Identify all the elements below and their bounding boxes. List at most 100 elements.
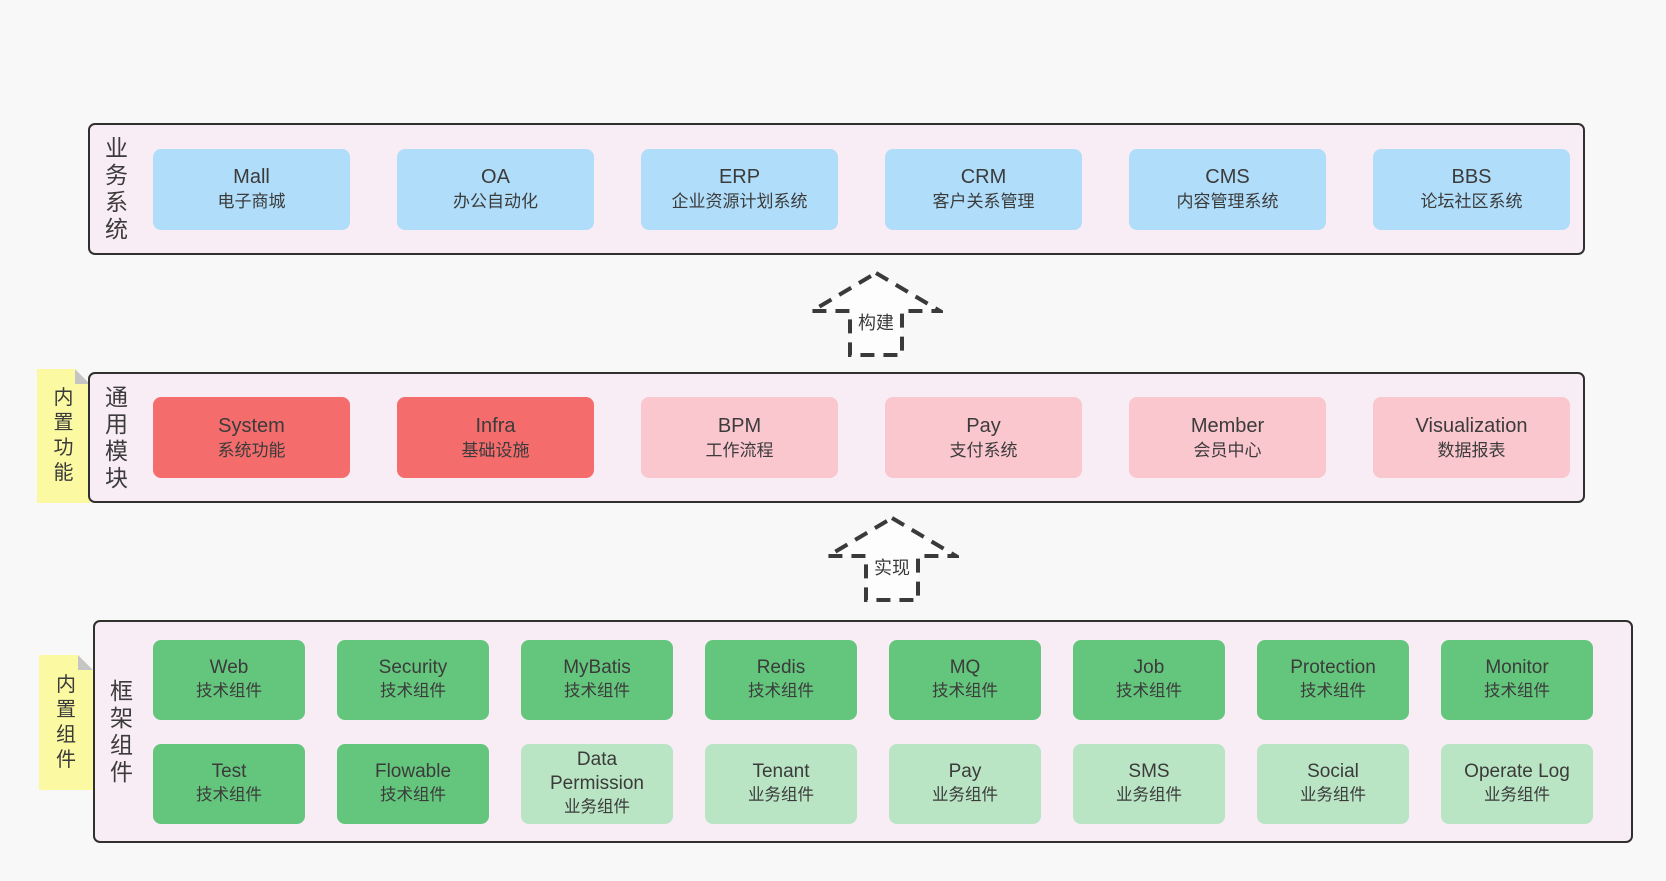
box-pay-biz: Pay 业务组件 xyxy=(889,743,1041,824)
box-subtitle: 企业资源计划系统 xyxy=(671,192,808,211)
component-row-1: Web 技术组件 Security 技术组件 MyBatis 技术组件 Redi… xyxy=(153,639,1593,720)
box-title: Visualization xyxy=(1415,414,1528,437)
box-crm: CRM 客户关系管理 xyxy=(885,148,1082,230)
box-data-permission: Data Permission 业务组件 xyxy=(521,743,673,824)
sticky-note-text: 内置功能 xyxy=(53,387,74,484)
box-subtitle: 支付系统 xyxy=(949,440,1018,460)
box-subtitle: 技术组件 xyxy=(1484,682,1550,700)
box-cms: CMS 内容管理系统 xyxy=(1129,148,1326,230)
box-subtitle: 业务组件 xyxy=(1116,786,1182,804)
box-bpm: BPM 工作流程 xyxy=(641,397,838,478)
box-subtitle: 业务组件 xyxy=(564,798,630,816)
box-web: Web 技术组件 xyxy=(153,639,305,720)
box-title: Test xyxy=(211,761,247,782)
box-social: Social 业务组件 xyxy=(1257,743,1409,824)
box-subtitle: 系统功能 xyxy=(217,440,286,460)
box-title: SMS xyxy=(1128,761,1170,782)
box-subtitle: 数据报表 xyxy=(1437,440,1506,460)
box-title: Monitor xyxy=(1485,657,1549,678)
box-tenant: Tenant 业务组件 xyxy=(705,743,857,824)
box-protection: Protection 技术组件 xyxy=(1257,639,1409,720)
box-pay: Pay 支付系统 xyxy=(885,397,1082,478)
box-erp: ERP 企业资源计划系统 xyxy=(641,148,838,230)
box-subtitle: 会员中心 xyxy=(1193,440,1262,460)
box-subtitle: 论坛社区系统 xyxy=(1420,192,1523,211)
box-subtitle: 技术组件 xyxy=(932,682,998,700)
box-title: Pay xyxy=(966,414,1001,437)
box-security: Security 技术组件 xyxy=(337,639,489,720)
box-subtitle: 技术组件 xyxy=(564,682,630,700)
layer-label-modules: 通用模块 xyxy=(105,383,128,491)
layer-label-components: 框架组件 xyxy=(110,677,133,785)
build-arrow-label: 构建 xyxy=(855,312,897,334)
box-subtitle: 内容管理系统 xyxy=(1176,192,1279,211)
box-test: Test 技术组件 xyxy=(153,743,305,824)
box-title: System xyxy=(218,414,285,437)
component-rows: Web 技术组件 Security 技术组件 MyBatis 技术组件 Redi… xyxy=(153,639,1593,824)
component-row-2: Test 技术组件 Flowable 技术组件 Data Permission … xyxy=(153,743,1593,824)
box-title: CMS xyxy=(1205,166,1250,188)
box-member: Member 会员中心 xyxy=(1129,397,1326,478)
box-subtitle: 技术组件 xyxy=(380,786,446,804)
box-subtitle: 业务组件 xyxy=(1484,786,1550,804)
box-subtitle: 技术组件 xyxy=(1116,682,1182,700)
box-redis: Redis 技术组件 xyxy=(705,639,857,720)
box-mybatis: MyBatis 技术组件 xyxy=(521,639,673,720)
box-title: Tenant xyxy=(752,761,810,782)
framework-components-layer: 框架组件 Web 技术组件 Security 技术组件 MyBatis 技术组件… xyxy=(93,620,1633,843)
box-mq: MQ 技术组件 xyxy=(889,639,1041,720)
box-title: Web xyxy=(209,657,249,678)
box-subtitle: 技术组件 xyxy=(196,682,262,700)
box-title: Operate Log xyxy=(1464,761,1570,782)
layer-label-business: 业务系统 xyxy=(105,135,128,242)
box-title: Flowable xyxy=(374,761,452,782)
box-title: Job xyxy=(1133,657,1165,678)
box-subtitle: 技术组件 xyxy=(748,682,814,700)
box-infra: Infra 基础设施 xyxy=(397,397,594,478)
box-oa: OA 办公自动化 xyxy=(397,148,594,230)
box-title: Mall xyxy=(233,166,270,188)
build-arrow: 构建 xyxy=(809,270,943,358)
box-title: Social xyxy=(1307,761,1359,782)
business-systems-layer: 业务系统 Mall 电子商城 OA 办公自动化 ERP 企业资源计划系统 CRM… xyxy=(88,123,1585,255)
box-subtitle: 业务组件 xyxy=(748,786,814,804)
box-system: System 系统功能 xyxy=(153,397,350,478)
implement-arrow: 实现 xyxy=(825,515,959,603)
box-title: Infra xyxy=(475,414,516,437)
box-title: Pay xyxy=(948,761,982,782)
sticky-note-text: 内置组件 xyxy=(56,673,76,771)
box-monitor: Monitor 技术组件 xyxy=(1441,639,1593,720)
box-subtitle: 基础设施 xyxy=(461,440,530,460)
box-title: Security xyxy=(378,657,448,678)
box-title: MyBatis xyxy=(563,657,631,678)
box-subtitle: 业务组件 xyxy=(1300,786,1366,804)
box-title: Protection xyxy=(1290,657,1376,678)
box-job: Job 技术组件 xyxy=(1073,639,1225,720)
box-subtitle: 技术组件 xyxy=(196,786,262,804)
box-flowable: Flowable 技术组件 xyxy=(337,743,489,824)
box-title: MQ xyxy=(949,657,981,678)
box-title: BPM xyxy=(717,414,762,437)
box-mall: Mall 电子商城 xyxy=(153,148,350,230)
box-sms: SMS 业务组件 xyxy=(1073,743,1225,824)
box-bbs: BBS 论坛社区系统 xyxy=(1373,148,1570,230)
box-title: Redis xyxy=(756,657,806,678)
box-title: OA xyxy=(481,166,510,188)
box-subtitle: 技术组件 xyxy=(380,682,446,700)
box-title: Data Permission xyxy=(550,749,644,794)
sticky-note-builtin-features: 内置功能 xyxy=(37,369,90,503)
business-boxes: Mall 电子商城 OA 办公自动化 ERP 企业资源计划系统 CRM 客户关系… xyxy=(153,148,1570,230)
common-modules-layer: 通用模块 System 系统功能 Infra 基础设施 BPM 工作流程 Pay… xyxy=(88,372,1585,503)
box-title: CRM xyxy=(960,166,1007,188)
box-title: Member xyxy=(1190,414,1265,437)
box-subtitle: 办公自动化 xyxy=(453,192,538,211)
box-subtitle: 工作流程 xyxy=(705,440,774,460)
box-operate-log: Operate Log 业务组件 xyxy=(1441,743,1593,824)
box-subtitle: 技术组件 xyxy=(1300,682,1366,700)
box-subtitle: 客户关系管理 xyxy=(932,192,1035,211)
box-visualization: Visualization 数据报表 xyxy=(1373,397,1570,478)
box-subtitle: 业务组件 xyxy=(932,786,998,804)
module-boxes: System 系统功能 Infra 基础设施 BPM 工作流程 Pay 支付系统… xyxy=(153,397,1570,478)
box-subtitle: 电子商城 xyxy=(217,192,286,211)
implement-arrow-label: 实现 xyxy=(871,557,913,579)
